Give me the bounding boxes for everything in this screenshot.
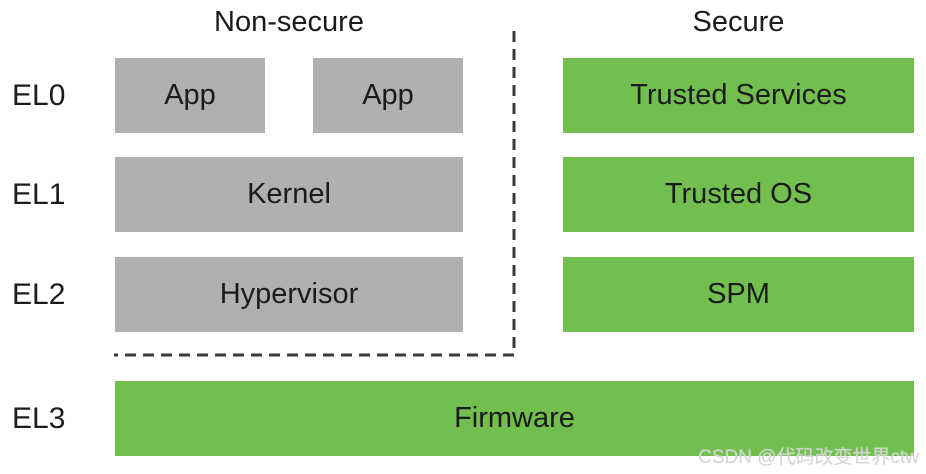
el1-label: EL1	[12, 177, 66, 211]
hypervisor-box: Hypervisor	[115, 257, 463, 332]
kernel-box: Kernel	[115, 157, 463, 232]
app-box-2: App	[313, 58, 463, 133]
trusted-services-box: Trusted Services	[563, 58, 914, 133]
trusted-os-box: Trusted OS	[563, 157, 914, 232]
non-secure-world-header: Non-secure	[214, 6, 364, 38]
spm-box: SPM	[563, 257, 914, 332]
el3-label: EL3	[12, 401, 66, 435]
firmware-box: Firmware	[115, 381, 914, 456]
csdn-watermark: CSDN @代码改变世界ctw	[698, 447, 919, 468]
secure-world-header: Secure	[692, 6, 785, 38]
el0-label: EL0	[12, 78, 66, 112]
el2-label: EL2	[12, 277, 66, 311]
app-box-1: App	[115, 58, 265, 133]
